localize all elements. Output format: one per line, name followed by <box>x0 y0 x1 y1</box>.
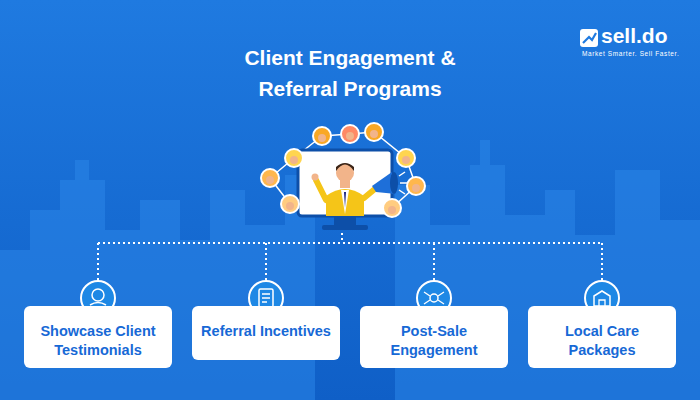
step-label: Post-Sale Engagement <box>368 322 500 360</box>
city-skyline <box>0 140 700 400</box>
tree-connector <box>98 228 602 282</box>
step-box: Local Care Packages <box>528 306 676 368</box>
logo-mark <box>580 29 598 47</box>
logo-tagline: Market Smarter. Sell Faster. <box>582 50 679 57</box>
diagram-title: Client Engagement & Referral Programs <box>220 42 480 104</box>
logo-text: sell.do <box>601 24 668 48</box>
step-label: Referral Incentives <box>200 322 332 341</box>
step-box: Showcase Client Testimonials <box>24 306 172 368</box>
avatar-faces <box>266 130 420 214</box>
avatars <box>261 123 425 217</box>
step-label: Local Care Packages <box>536 322 668 360</box>
step-box: Referral Incentives <box>192 306 340 360</box>
presenter <box>312 163 408 216</box>
step-label: Showcase Client Testimonials <box>32 322 164 360</box>
step-box: Post-Sale Engagement <box>360 306 508 368</box>
